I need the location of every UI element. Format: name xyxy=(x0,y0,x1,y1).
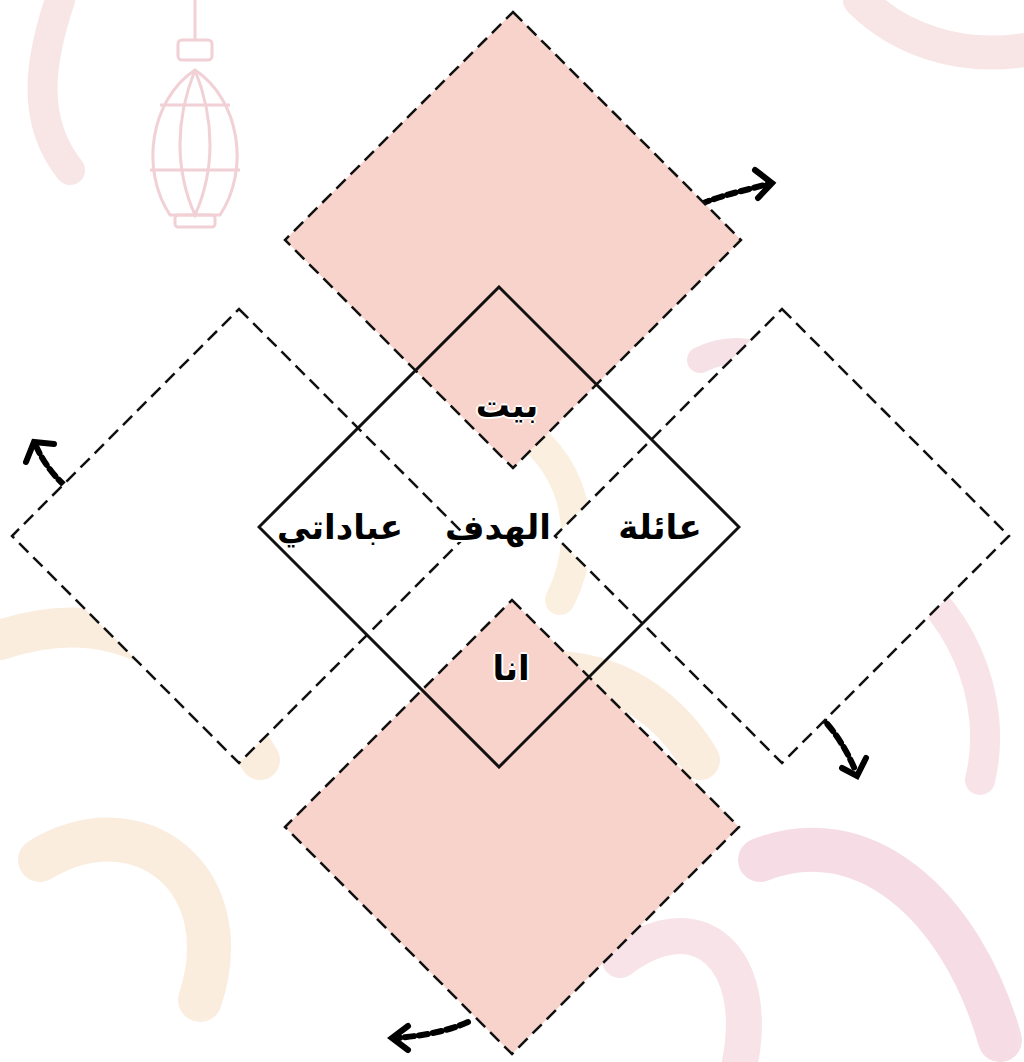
diamond-shape xyxy=(12,309,466,763)
calligraphy-stroke xyxy=(40,840,209,1000)
goal-label: الهدف xyxy=(445,507,551,548)
category-label: عباداتي xyxy=(277,507,403,548)
category-diamond: عائلة xyxy=(553,307,1011,765)
lantern-icon xyxy=(150,0,240,227)
category-diamond: انا xyxy=(283,598,741,1056)
calligraphy-stroke xyxy=(860,0,1024,53)
diamond-shape xyxy=(285,12,741,468)
calligraphy-stroke xyxy=(43,0,71,170)
diamond-shape xyxy=(555,309,1009,763)
category-diamond: بيت xyxy=(283,10,743,470)
category-label: بيت xyxy=(476,385,539,426)
category-diamond: عباداتي xyxy=(10,307,468,765)
category-label: عائلة xyxy=(618,507,701,548)
calligraphy-stroke xyxy=(620,936,744,1062)
calligraphy-stroke xyxy=(760,850,1000,1040)
diamond-shape xyxy=(285,600,739,1054)
category-label: انا xyxy=(492,648,529,689)
diamond-shape xyxy=(259,287,739,767)
